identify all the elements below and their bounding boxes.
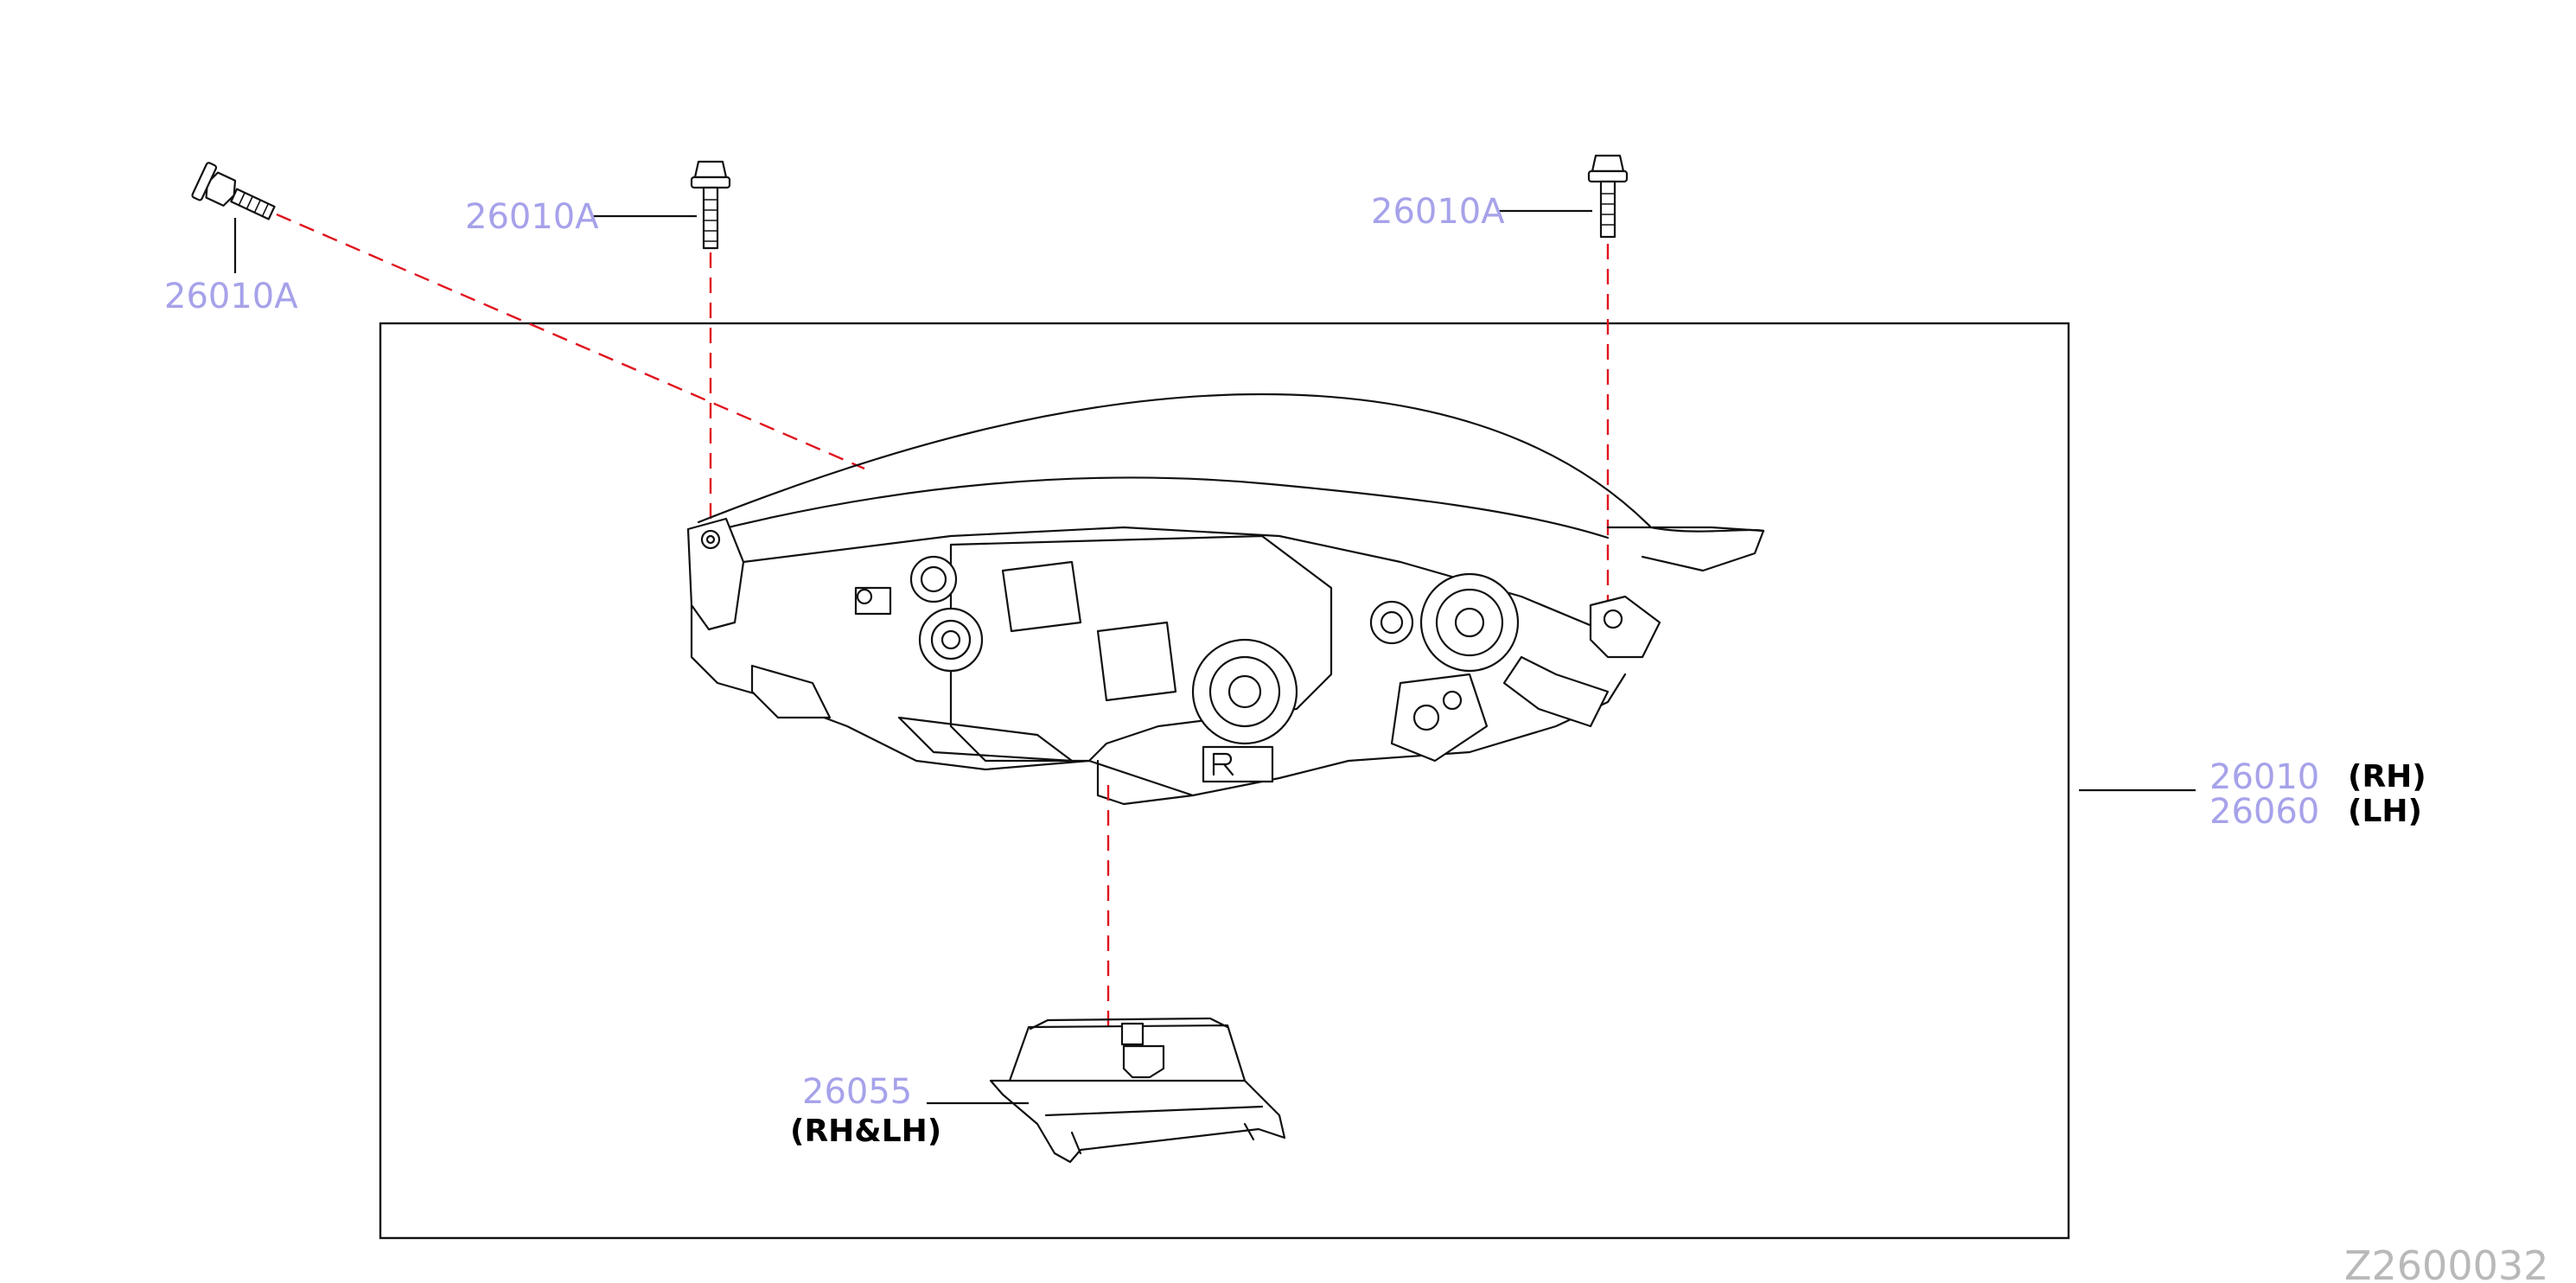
headlamp-rh-side: (RH): [2348, 759, 2426, 795]
bolt-left-part-number[interactable]: 26010A: [465, 197, 599, 237]
bolt-far-left[interactable]: [191, 162, 280, 230]
headlamp-rh-part-number[interactable]: 26010: [2209, 757, 2319, 797]
bolt-far-left-part-number[interactable]: 26010A: [164, 277, 298, 316]
ballast-unit[interactable]: [989, 1017, 1286, 1164]
ballast-part-number[interactable]: 26055: [802, 1072, 912, 1112]
headlamp-lh-side: (LH): [2348, 794, 2422, 829]
headlamp-assembly[interactable]: [686, 393, 1765, 806]
assembly-frame: [379, 322, 2070, 1240]
headlamp-lh-part-number[interactable]: 26060: [2209, 792, 2319, 832]
bolt-far-left-guide-line: [276, 213, 865, 470]
ballast-side: (RH&LH): [790, 1114, 941, 1149]
diagram-code: Z2600032: [2344, 1242, 2548, 1283]
bolt-left[interactable]: [690, 160, 731, 250]
bolt-right[interactable]: [1587, 154, 1629, 239]
bolt-right-part-number[interactable]: 26010A: [1371, 192, 1505, 232]
